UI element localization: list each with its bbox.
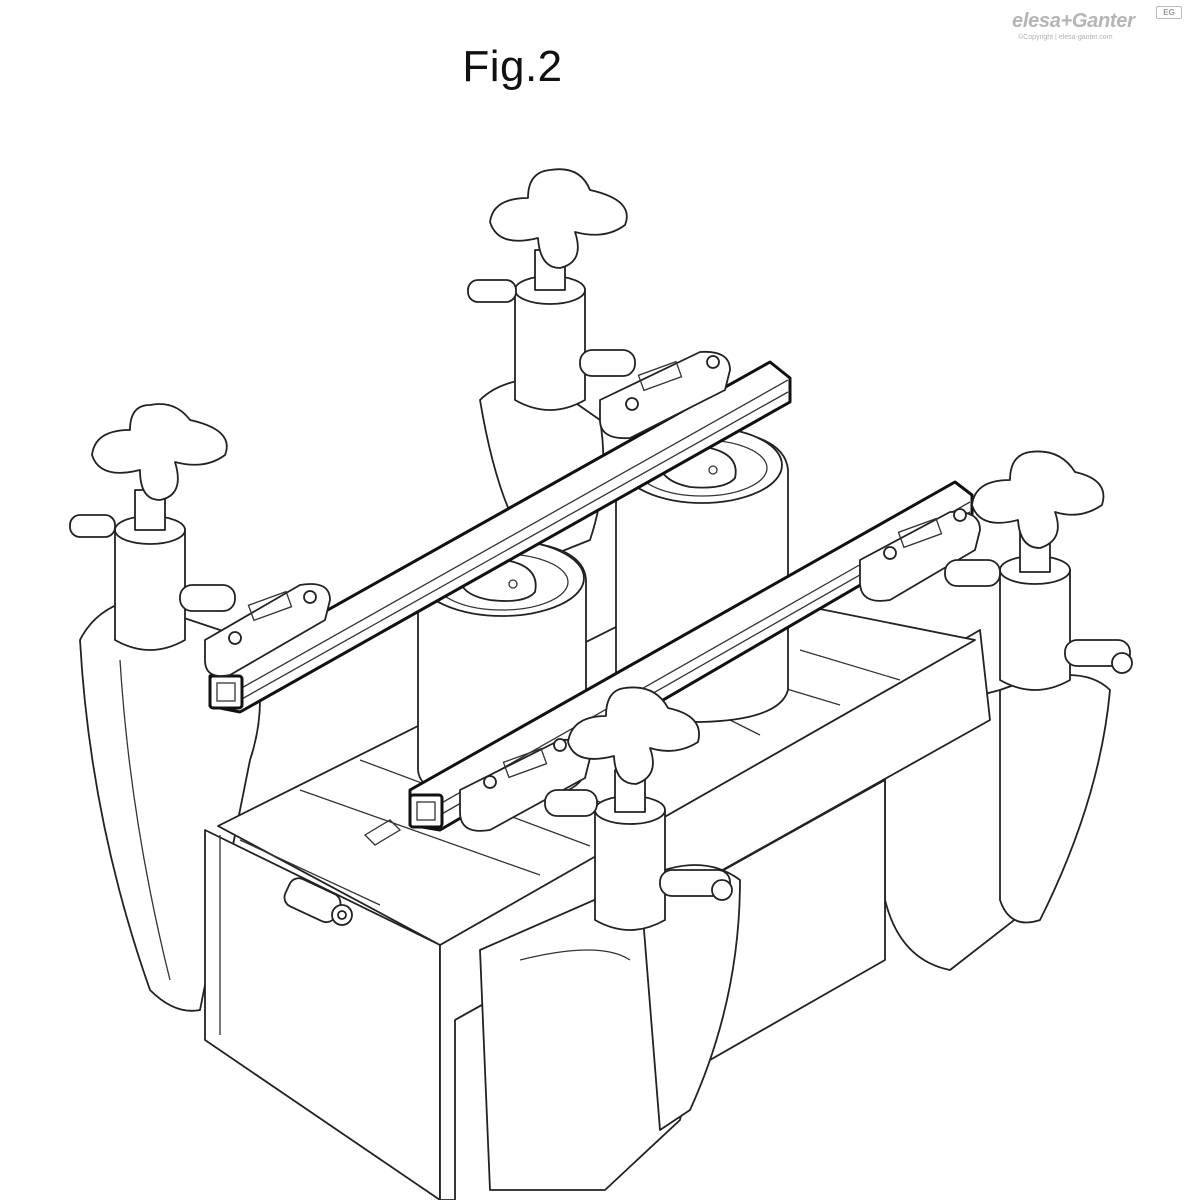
bar-bracket-front-right: [859, 508, 981, 602]
clamp-post-back-left: [69, 514, 236, 651]
bar-bracket-back-right: [599, 350, 731, 440]
elesa-ganter-logo: elesa+Ganter EG ©Copyright | elesa-gante…: [1012, 6, 1182, 46]
logo-copyright: ©Copyright | elesa-ganter.com: [1018, 34, 1113, 41]
guide-bar-back: [208, 360, 792, 714]
bar-bracket-back-left: [204, 583, 331, 677]
star-knob-back-left: [91, 403, 228, 531]
clamp-post-front: [544, 789, 733, 931]
clamp-body-right: [884, 674, 1111, 971]
figure-title: Fig.2: [462, 42, 563, 91]
star-knob-back-right: [489, 168, 628, 291]
side-pin: [283, 877, 353, 926]
logo-badge: EG: [1156, 6, 1182, 19]
logo-brand: elesa+Ganter: [1012, 10, 1135, 32]
star-knob-right: [971, 450, 1105, 573]
clamp-body-front: [479, 864, 741, 1191]
star-knob-front: [567, 686, 700, 813]
